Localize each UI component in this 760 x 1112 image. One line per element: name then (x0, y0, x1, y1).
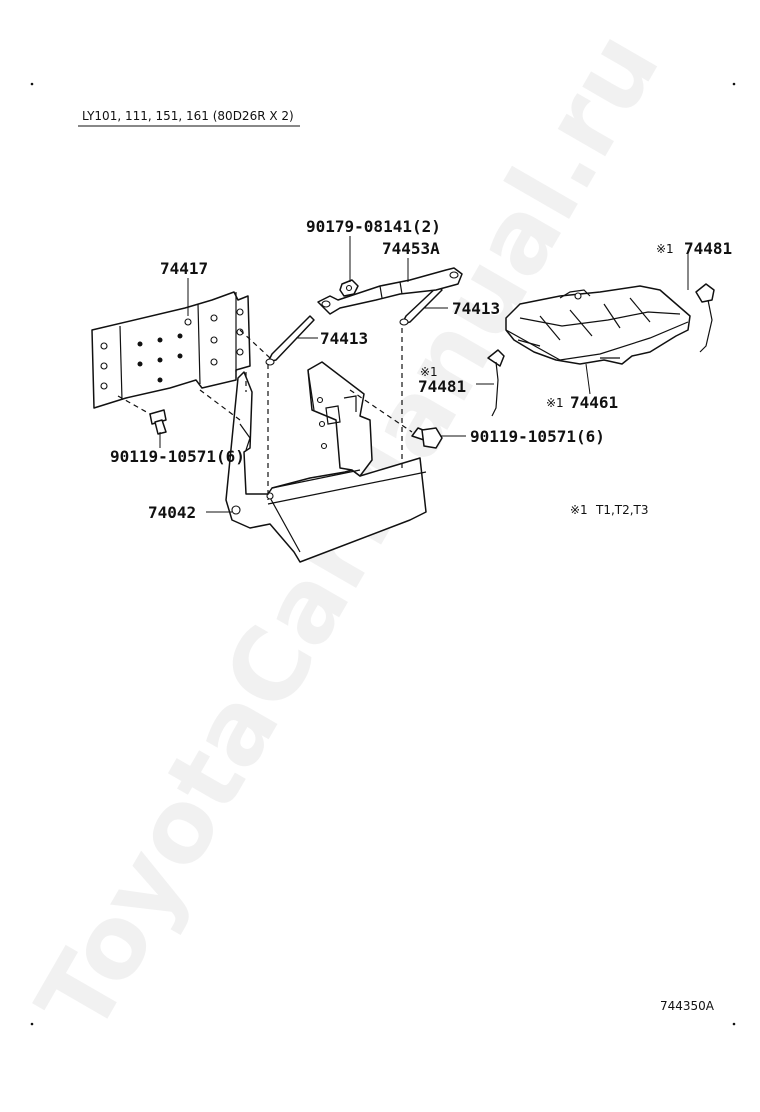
label-bolt-right: 90119-10571(6) (470, 427, 605, 446)
side-bracket-plate (91, 291, 251, 409)
corner-marks (30, 82, 736, 1026)
note-mark-insulator: ※1 (546, 396, 564, 410)
label-bolt-left: 90119-10571(6) (110, 447, 245, 466)
figure-id: 744350A (660, 999, 715, 1013)
model-code-header: LY101, 111, 151, 161 (80D26R X 2) (82, 109, 294, 123)
nut (339, 279, 359, 297)
hold-down-rod-right (399, 285, 443, 326)
leader-lines (159, 236, 689, 513)
label-side-bracket: 74417 (160, 259, 208, 278)
label-rod-right: 74413 (452, 299, 500, 318)
label-clip-left: 74481 (418, 377, 466, 396)
battery-clamp-bar (317, 267, 463, 315)
label-insulator: 74461 (570, 393, 618, 412)
battery-insulator (505, 285, 691, 365)
footnote-mark: ※1 (570, 503, 588, 517)
label-battery-tray: 74042 (148, 503, 196, 522)
label-nut: 90179-08141(2) (306, 217, 441, 236)
note-mark-clip-right: ※1 (656, 242, 674, 256)
note-mark-clip-left: ※1 (420, 365, 438, 379)
battery-tray (225, 361, 427, 563)
hold-down-rod-left (265, 315, 315, 366)
assembly-lines (117, 328, 413, 500)
bolt-right (411, 427, 443, 449)
footnote-text: T1,T2,T3 (595, 503, 649, 517)
clip-left (487, 349, 505, 417)
label-clamp-bar: 74453A (382, 239, 440, 258)
label-clip-right: 74481 (684, 239, 732, 258)
bolt-left (149, 409, 167, 435)
label-rod-left: 74413 (320, 329, 368, 348)
clip-right (695, 283, 715, 353)
